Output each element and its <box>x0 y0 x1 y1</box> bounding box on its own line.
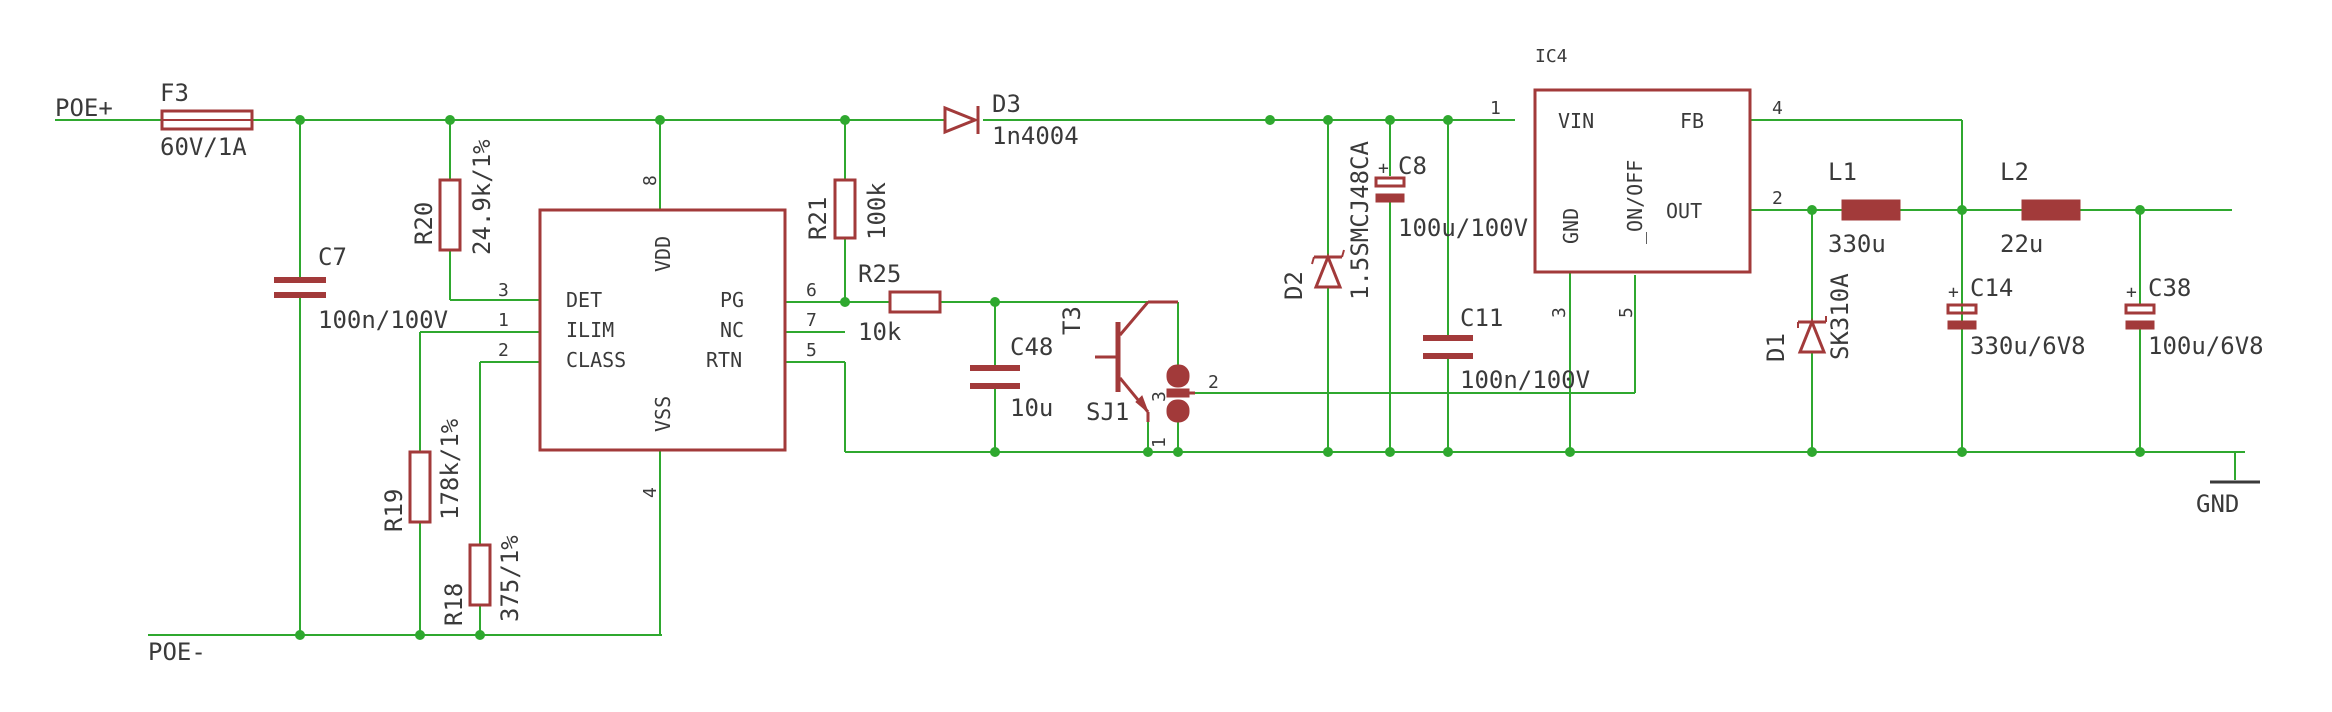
capacitor-c14-name: C14 <box>1970 274 2013 302</box>
diode-d2: D2 1.5SMCJ48CA <box>1280 141 1374 300</box>
diode-d1-value: SK310A <box>1826 273 1854 360</box>
pd-pin-ilim: ILIM <box>566 318 614 342</box>
pd-controller-ic: 3 1 2 6 7 5 8 4 DET ILIM CLASS PG NC RTN… <box>498 175 817 498</box>
reg-pin-number-onoff: 5 <box>1616 307 1637 318</box>
resistor-r21-value: 100k <box>863 182 891 240</box>
capacitor-c8-value: 100u/100V <box>1398 214 1528 242</box>
capacitor-c7-value: 100n/100V <box>318 306 448 334</box>
pd-pin-vss: VSS <box>651 396 675 432</box>
jumper-sj1-name: SJ1 <box>1086 398 1129 426</box>
diode-d2-value: 1.5SMCJ48CA <box>1346 141 1374 300</box>
capacitor-c38-name: C38 <box>2148 274 2191 302</box>
inductor-l1: L1 330u <box>1828 158 1901 258</box>
pd-pin-number-det: 3 <box>498 280 509 301</box>
fuse-f3-value: 60V/1A <box>160 133 247 161</box>
capacitor-c38-value: 100u/6V8 <box>2148 332 2264 360</box>
net-label-poe-minus: POE- <box>148 638 206 666</box>
pd-pin-number-ilim: 1 <box>498 310 509 331</box>
reg-pin-number-gnd: 3 <box>1549 307 1570 318</box>
capacitor-c14-polarity: + <box>1948 282 1959 303</box>
diode-d3-name: D3 <box>992 90 1021 118</box>
diode-d1-name: D1 <box>1762 333 1790 362</box>
ground-label: GND <box>2196 490 2239 518</box>
fuse-f3-name: F3 <box>160 79 189 107</box>
reg-pin-number-out: 2 <box>1772 188 1783 209</box>
ground-symbol: GND <box>2196 480 2260 518</box>
regulator-ic4: IC4 1 4 2 3 5 VIN FB OUT GND _ON/OFF <box>1490 46 1783 318</box>
pd-pin-class: CLASS <box>566 348 626 372</box>
inductor-l1-value: 330u <box>1828 230 1886 258</box>
transistor-t3: T3 <box>1058 300 1178 422</box>
capacitor-c8: + C8 100u/100V <box>1374 152 1528 242</box>
pd-pin-pg: PG <box>720 288 744 312</box>
jumper-sj1-pin3: 3 <box>1149 391 1170 402</box>
capacitor-c8-polarity: + <box>1378 158 1389 179</box>
capacitor-c38: + C38 100u/6V8 <box>2124 274 2264 360</box>
resistor-r20-value: 24.9k/1% <box>468 139 496 255</box>
wires <box>55 119 2245 636</box>
capacitor-c11-name: C11 <box>1460 304 1503 332</box>
pd-pin-number-pg: 6 <box>806 280 817 301</box>
resistor-r19-name: R19 <box>380 489 408 532</box>
capacitor-c38-polarity: + <box>2126 282 2137 303</box>
regulator-ic4-name: IC4 <box>1535 46 1568 67</box>
fuse-f3: F3 60V/1A <box>160 79 254 161</box>
capacitor-c48-name: C48 <box>1010 333 1053 361</box>
capacitor-c11: C11 100n/100V <box>1423 304 1590 394</box>
resistor-r20-name: R20 <box>410 202 438 245</box>
pd-pin-nc: NC <box>720 318 744 342</box>
reg-pin-onoff: _ON/OFF <box>1623 160 1647 244</box>
capacitor-c7: C7 100n/100V <box>274 243 448 334</box>
resistor-r25-name: R25 <box>858 260 901 288</box>
capacitor-c7-name: C7 <box>318 243 347 271</box>
capacitor-c14: + C14 330u/6V8 <box>1946 274 2086 360</box>
jumper-sj1-pin1: 1 <box>1149 437 1170 448</box>
resistor-r18-name: R18 <box>440 583 468 626</box>
capacitor-c48: C48 10u <box>970 333 1053 422</box>
reg-pin-vin: VIN <box>1558 109 1594 133</box>
reg-pin-out: OUT <box>1666 199 1702 223</box>
pd-pin-vdd: VDD <box>651 236 675 272</box>
inductor-l2: L2 22u <box>2000 158 2081 258</box>
pd-pin-det: DET <box>566 288 602 312</box>
jumper-sj1: SJ1 1 2 3 <box>1086 364 1219 448</box>
inductor-l2-value: 22u <box>2000 230 2043 258</box>
pd-pin-number-class: 2 <box>498 340 509 361</box>
resistor-r21-name: R21 <box>804 197 832 240</box>
capacitor-c8-name: C8 <box>1398 152 1427 180</box>
resistor-r18-value: 375/1% <box>496 535 524 622</box>
junctions <box>295 115 2145 640</box>
pd-pin-number-rtn: 5 <box>806 340 817 361</box>
net-label-poe-plus: POE+ <box>55 94 113 122</box>
resistor-r20: R20 24.9k/1% <box>410 139 496 255</box>
resistor-r18: R18 375/1% <box>440 535 524 626</box>
pd-pin-number-vss: 4 <box>640 487 661 498</box>
resistor-r25: R25 10k <box>858 260 942 346</box>
diode-d3: D3 1n4004 <box>943 90 1079 150</box>
jumper-sj1-pin2: 2 <box>1208 372 1219 393</box>
resistor-r25-value: 10k <box>858 318 902 346</box>
capacitor-c14-value: 330u/6V8 <box>1970 332 2086 360</box>
resistor-r21: R21 100k <box>804 178 891 240</box>
reg-pin-number-vin: 1 <box>1490 98 1501 119</box>
capacitor-c11-value: 100n/100V <box>1460 366 1590 394</box>
pd-pin-number-nc: 7 <box>806 310 817 331</box>
transistor-t3-name: T3 <box>1058 306 1086 335</box>
pd-pin-number-vdd: 8 <box>640 175 661 186</box>
capacitor-c48-value: 10u <box>1010 394 1053 422</box>
diode-d1: D1 SK310A <box>1762 273 1854 362</box>
diode-d3-value: 1n4004 <box>992 122 1079 150</box>
inductor-l1-name: L1 <box>1828 158 1857 186</box>
pd-pin-rtn: RTN <box>706 348 742 372</box>
resistor-r19-value: 178k/1% <box>436 418 464 520</box>
reg-pin-fb: FB <box>1680 109 1704 133</box>
diode-d2-name: D2 <box>1280 271 1308 300</box>
reg-pin-number-fb: 4 <box>1772 98 1783 119</box>
resistor-r19: R19 178k/1% <box>380 418 464 532</box>
inductor-l2-name: L2 <box>2000 158 2029 186</box>
reg-pin-gnd: GND <box>1559 208 1583 244</box>
